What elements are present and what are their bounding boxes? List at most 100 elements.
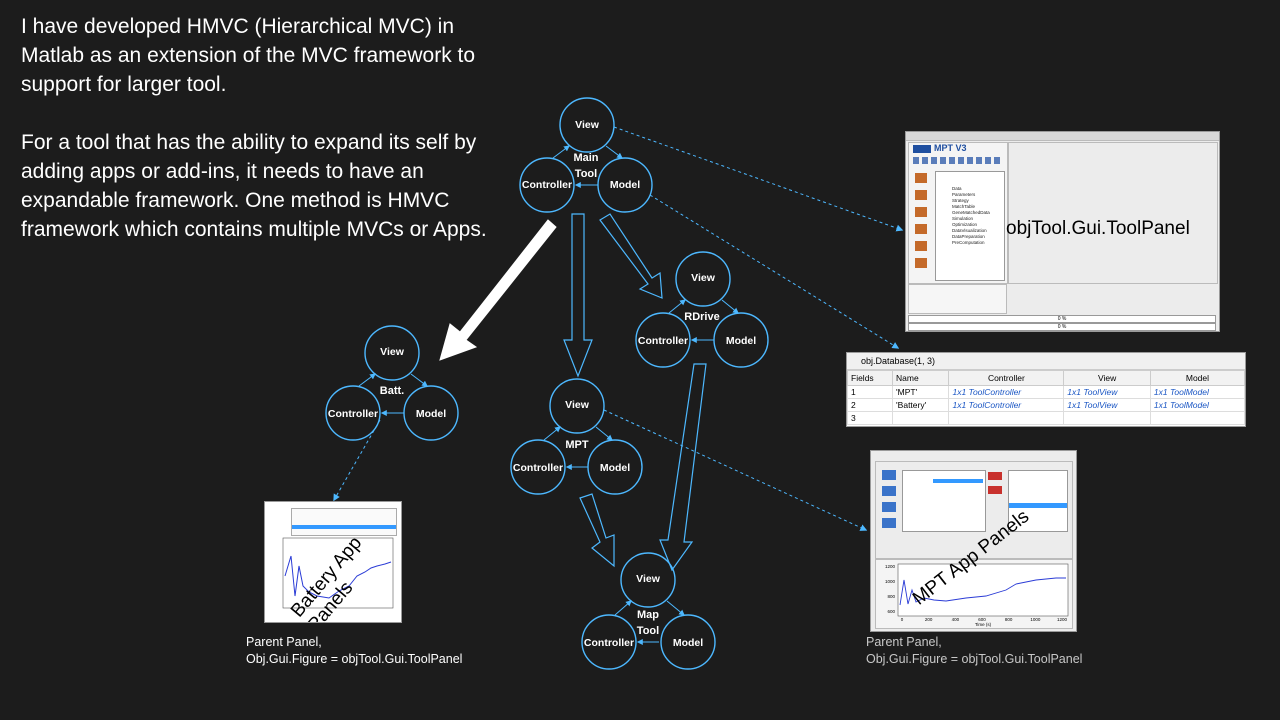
table-cell: 'Battery' [892,398,950,412]
x-tick-label: 800 [1005,617,1013,622]
tool-panel-side-buttons [915,173,927,273]
mvc-mpt: View Controller Model MPT [510,378,643,495]
table-row[interactable]: 3 [847,411,1245,425]
rdrive-label: RDrive [684,311,719,323]
table-cell [1063,411,1151,425]
mpt-model-node: Model [600,462,630,474]
table-cell: 1x1 ToolController [948,385,1065,399]
tool-panel-title: MPT V3 [934,143,967,153]
main-model-node: Model [610,179,640,191]
mpt-label: MPT [565,439,589,451]
tree-item[interactable]: GeneMatchedData [952,210,990,215]
table-cell: 1x1 ToolModel [1149,398,1245,412]
x-tick-label: 600 [978,617,986,622]
tool-panel-log [908,284,1007,314]
tool-panel-right [1008,142,1218,284]
tree-item[interactable]: Optimization [952,222,978,227]
table-cell: 1x1 ToolModel [1149,385,1245,399]
x-tick-label: 200 [925,617,933,622]
rdrive-controller-node: Controller [638,335,688,347]
tree-item[interactable]: Strategy [952,198,969,203]
map-model-node: Model [673,637,703,649]
tool-panel-progress-2: 0 % [908,323,1216,331]
tree-item[interactable]: DataVisualization [952,228,987,233]
table-cell: 1x1 ToolView [1063,398,1151,412]
tool-panel-logo [913,145,931,153]
table-cell [1149,411,1245,425]
main-tool-label-1: Main [573,152,598,164]
y-tick-label: 800 [887,594,895,599]
table-cell: 1x1 ToolView [1063,385,1151,399]
x-tick-label: 1200 [1057,617,1068,622]
big-white-arrow [439,219,557,361]
main-tool-label-2: Tool [575,168,597,180]
map-tool-label-1: Map [637,609,659,621]
dashed-main-view-to-toolpanel [613,126,904,232]
arrow-rdrive-to-map [659,363,707,572]
mpt-delete-icons [988,472,1002,500]
batt-view-node: View [380,346,405,358]
tree-item[interactable]: Simulation [952,216,974,221]
tool-panel-toolbar [913,157,1001,164]
mpt-caption-line-2: Obj.Gui.Figure = objTool.Gui.ToolPanel [866,652,1083,666]
mpt-view-node: View [565,399,590,411]
x-tick-label: 0 [901,617,904,622]
battery-app-panel-screenshot: Battery App Panels [264,501,402,623]
database-header-cell: Controller [948,370,1065,386]
batt-model-node: Model [416,408,446,420]
rdrive-model-node: Model [726,335,756,347]
tree-item[interactable]: Data [952,186,962,191]
battery-plot [282,537,394,609]
map-view-node: View [636,573,661,585]
battery-caption-line-2: Obj.Gui.Figure = objTool.Gui.ToolPanel [246,652,463,666]
map-controller-node: Controller [584,637,634,649]
main-controller-node: Controller [522,179,572,191]
intro-paragraph-2: For a tool that has the ability to expan… [21,131,487,241]
tree-item[interactable]: DataPreparation [952,234,985,239]
arrow-main-to-mpt [563,213,593,378]
table-cell: 1 [847,385,894,399]
tool-panel-titlebar [906,132,1219,141]
tool-panel-progress-1: 0 % [908,315,1216,323]
table-cell: 'MPT' [892,385,950,399]
x-tick-label: 400 [952,617,960,622]
mpt-file-icons [882,470,896,532]
mpt-caption-line-1: Parent Panel, [866,635,942,649]
mpt-caption: Parent Panel, Obj.Gui.Figure = objTool.G… [866,634,1082,668]
y-tick-label: 600 [887,609,895,614]
table-cell: 3 [847,411,894,425]
dashed-main-model-to-database [649,194,900,349]
tool-panel-label: objTool.Gui.ToolPanel [1006,218,1190,239]
mpt-channel-selected [1009,503,1067,508]
arrow-main-to-rdrive [599,213,663,299]
table-cell: 1x1 ToolController [948,398,1065,412]
mpt-file-selected [933,479,983,483]
tree-item[interactable]: Parameters [952,192,976,197]
tree-item[interactable]: PreComputation [952,240,985,245]
x-axis-label: Time (s) [975,622,992,627]
tree-item[interactable]: MatchTable [952,204,976,209]
rdrive-view-node: View [691,272,716,284]
intro-text: I have developed HMVC (Hierarchical MVC)… [21,12,501,273]
mpt-channel-list [1008,470,1068,532]
database-header-cell: Name [892,370,950,386]
mvc-map-tool: View Controller Model Map Tool [581,552,716,670]
dashed-mpt-view-to-mpt-panel [603,409,868,531]
database-title-text: obj.Database(1, 3) [861,356,936,366]
battery-list-selection [292,525,396,529]
battery-caption-line-1: Parent Panel, [246,635,322,649]
mvc-batt: View Controller Model Batt. [325,325,459,441]
battery-caption: Parent Panel, Obj.Gui.Figure = objTool.G… [246,634,462,668]
